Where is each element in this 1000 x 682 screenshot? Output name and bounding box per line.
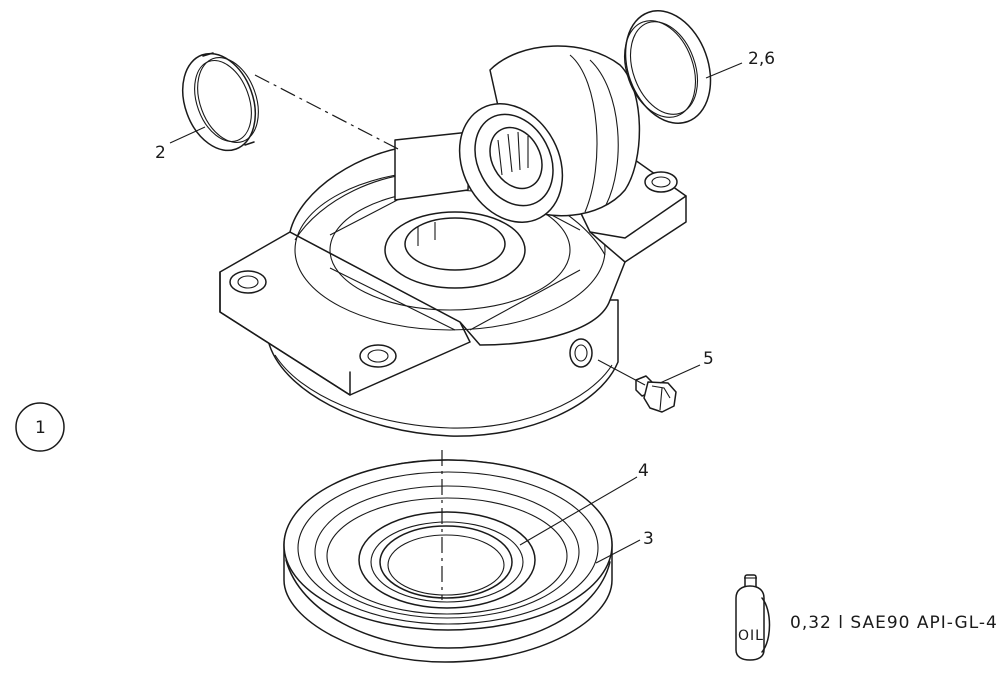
drain-plug <box>635 375 677 413</box>
shaft-seal <box>358 511 536 609</box>
label-ring-right: 2,6 <box>748 49 775 69</box>
leader-lines <box>169 62 743 564</box>
bearing <box>458 45 641 223</box>
label-seal: 4 <box>638 461 649 481</box>
label-cover: 3 <box>643 529 654 549</box>
gear-housing <box>219 131 687 437</box>
group-number-label: 1 <box>35 418 46 438</box>
group-number: 1 <box>15 402 65 452</box>
assembly-line <box>254 74 401 151</box>
label-plug: 5 <box>703 349 714 369</box>
oil-bottle-text: OIL <box>738 628 764 644</box>
oil-bottle-icon: OIL <box>735 574 771 661</box>
oil-spec-text: 0,32 l SAE90 API-GL-4 <box>790 613 998 633</box>
seal-ring-right <box>624 10 712 124</box>
label-ring-left: 2 <box>155 143 166 163</box>
seal-ring-left <box>182 52 259 152</box>
